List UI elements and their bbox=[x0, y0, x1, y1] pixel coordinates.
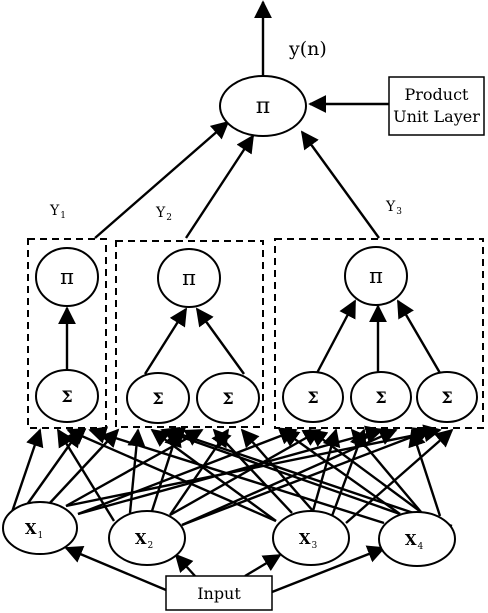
edge-input-fan-25 bbox=[308, 428, 422, 513]
input-node-x1: X1 bbox=[2, 501, 78, 555]
product-node-y1: π bbox=[35, 247, 99, 307]
edge-input-fan-2 bbox=[25, 428, 82, 507]
edge-input-fan-19 bbox=[311, 428, 341, 512]
product-symbol-y2: π bbox=[182, 266, 196, 290]
edge-input-fan-21 bbox=[345, 428, 454, 524]
sum-symbol-y2-a: Σ bbox=[152, 389, 163, 408]
top-product-symbol: π bbox=[256, 94, 270, 119]
group-box-y1 bbox=[27, 238, 107, 429]
group-label-y3: Y3 bbox=[385, 199, 402, 217]
edge-sum-y2b-to-pi-y2 bbox=[195, 307, 245, 375]
edge-sum-y3c-to-pi-y3 bbox=[396, 299, 442, 374]
product-unit-layer-box: Product Unit Layer bbox=[388, 76, 485, 136]
sum-symbol-y3-c: Σ bbox=[441, 388, 452, 407]
input-label-x4: X4 bbox=[405, 531, 424, 552]
input-box-label: Input bbox=[197, 584, 241, 603]
edge-sum-y3a-to-pi-y3 bbox=[315, 299, 357, 374]
product-unit-layer-line1: Product bbox=[405, 85, 470, 104]
edge-sum-y2a-to-pi-y2 bbox=[143, 307, 188, 375]
input-box: Input bbox=[165, 575, 273, 611]
connection-arrows bbox=[10, 120, 454, 594]
output-label: y(n) bbox=[288, 38, 327, 60]
sum-symbol-y3-b: Σ bbox=[375, 388, 386, 407]
edge-input-fan-22 bbox=[88, 426, 385, 525]
edge-input-fan-10 bbox=[150, 428, 182, 512]
edge-input-fan-28 bbox=[166, 426, 453, 528]
edge-input-fan-8 bbox=[56, 428, 116, 522]
input-label-x1: X1 bbox=[25, 520, 43, 541]
input-label-x2: X2 bbox=[135, 530, 153, 551]
product-symbol-y1: π bbox=[60, 265, 74, 289]
input-node-x4: X4 bbox=[378, 511, 456, 567]
group-label-y1: Y1 bbox=[49, 203, 66, 221]
sum-node-y2-a: Σ bbox=[126, 372, 190, 424]
edge-input-fan-16 bbox=[150, 428, 277, 522]
sum-node-y3-b: Σ bbox=[350, 371, 412, 423]
edge-input-to-x2 bbox=[174, 553, 196, 577]
product-symbol-y3: π bbox=[369, 264, 383, 288]
edge-input-fan-26 bbox=[350, 428, 422, 513]
sum-symbol-y1-a: Σ bbox=[61, 387, 72, 406]
edge-y2-to-top bbox=[184, 134, 255, 239]
sum-symbol-y3-a: Σ bbox=[307, 388, 318, 407]
product-node-y3: π bbox=[344, 246, 408, 306]
product-unit-layer-line2: Unit Layer bbox=[393, 107, 480, 126]
edge-input-fan-17 bbox=[212, 428, 293, 514]
group-label-y2: Y2 bbox=[155, 205, 172, 223]
sum-node-y1-a: Σ bbox=[35, 369, 99, 423]
input-label-x3: X3 bbox=[299, 530, 318, 551]
group-box-y3 bbox=[274, 238, 484, 429]
edge-y1-to-top bbox=[94, 120, 230, 239]
top-product-node: π bbox=[219, 75, 307, 137]
sum-symbol-y2-b: Σ bbox=[222, 389, 233, 408]
group-box-y2 bbox=[115, 240, 264, 428]
edge-input-fan-24 bbox=[280, 428, 401, 515]
edge-input-to-x4 bbox=[271, 545, 386, 594]
edge-input-fan-15 bbox=[66, 428, 277, 523]
product-node-y2: π bbox=[157, 248, 221, 308]
edge-input-fan-27 bbox=[408, 428, 442, 517]
edge-input-fan-1 bbox=[10, 428, 44, 513]
input-node-x3: X3 bbox=[272, 510, 350, 566]
edge-input-to-x1 bbox=[64, 545, 167, 592]
sum-node-y3-c: Σ bbox=[416, 371, 478, 423]
sum-node-y2-b: Σ bbox=[196, 372, 260, 424]
edge-y3-to-top bbox=[300, 130, 380, 239]
edge-input-fan-23 bbox=[160, 426, 401, 516]
sum-node-y3-a: Σ bbox=[282, 371, 344, 423]
edge-input-to-x3 bbox=[244, 553, 282, 578]
edge-input-fan-3 bbox=[47, 428, 120, 506]
edge-input-fan-5 bbox=[77, 427, 298, 516]
input-node-x2: X2 bbox=[108, 510, 186, 566]
